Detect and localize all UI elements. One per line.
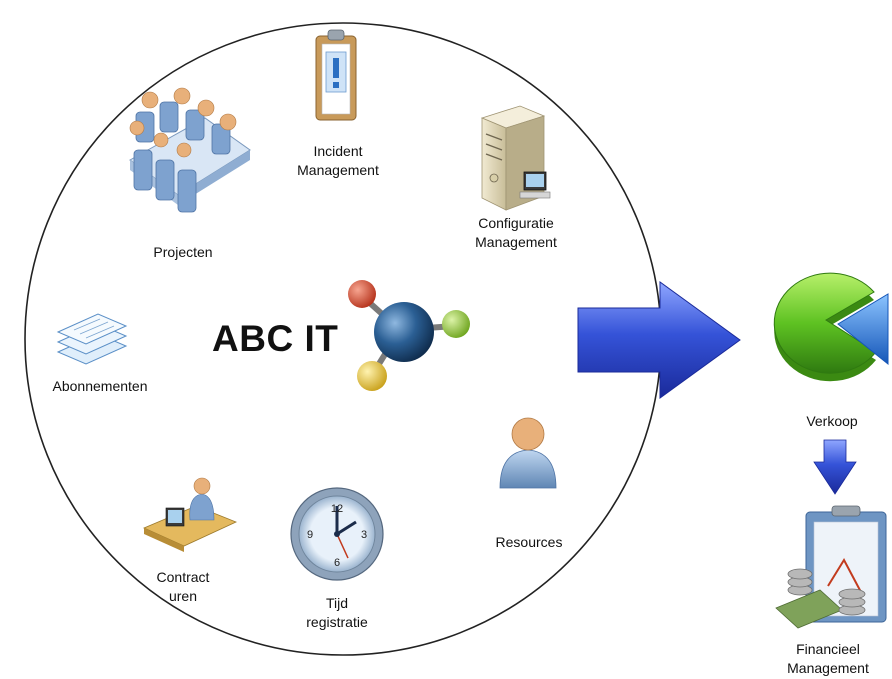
desk-worker-icon <box>143 477 238 552</box>
clock-icon: 12 3 6 9 <box>290 487 384 581</box>
label-verkoop: Verkoop <box>806 413 858 429</box>
document-stack-icon <box>56 313 128 365</box>
clock-number-3: 3 <box>361 529 367 541</box>
label-projecten: Projecten <box>153 244 213 260</box>
label-tijd-registratie: Tijd registratie <box>306 595 368 630</box>
meeting-room-icon <box>129 87 251 213</box>
clock-number-12: 12 <box>331 503 343 515</box>
pie-chart-icon <box>773 272 889 382</box>
clipboard-alert-icon <box>315 29 357 121</box>
server-icon <box>480 105 551 211</box>
label-contract-uren: Contract uren <box>156 569 210 604</box>
clipboard-money-icon <box>775 505 887 629</box>
label-incident-management: Incident Management <box>297 143 379 178</box>
clock-number-6: 6 <box>334 557 340 569</box>
label-resources: Resources <box>495 534 563 550</box>
label-financieel-management: Financieel Management <box>787 641 869 676</box>
clock-number-9: 9 <box>307 529 313 541</box>
label-configuratie-management: Configuratie Management <box>475 215 557 250</box>
label-abonnementen: Abonnementen <box>52 378 148 394</box>
brand-name: ABC IT <box>212 318 339 359</box>
person-icon <box>499 417 557 489</box>
flow-arrow-right <box>577 281 741 399</box>
molecule-logo <box>348 280 470 391</box>
flow-arrow-down <box>813 439 857 495</box>
